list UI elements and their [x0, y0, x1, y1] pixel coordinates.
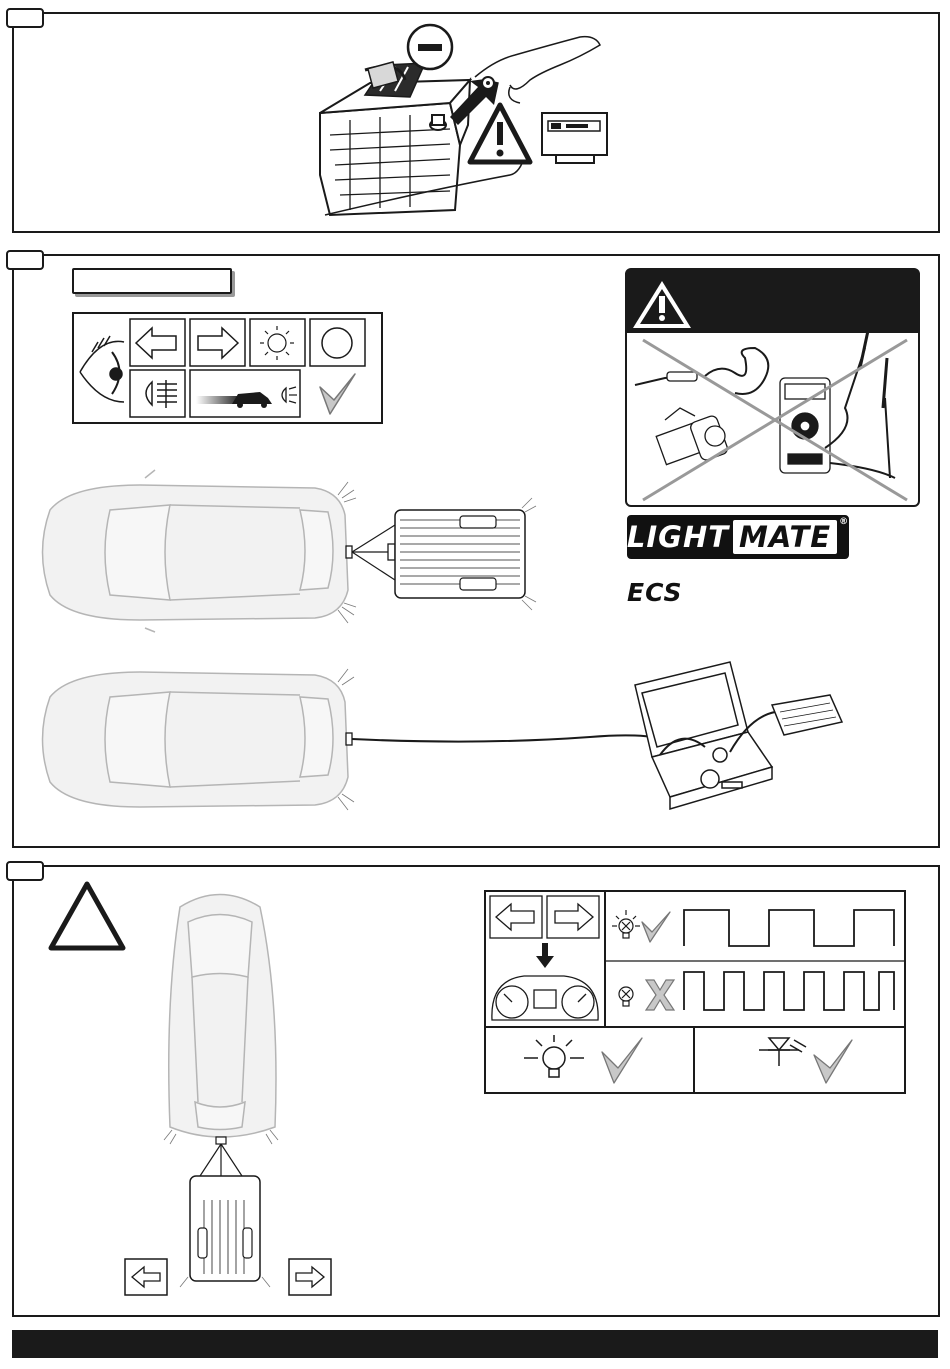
- step-3-tab: [6, 861, 44, 881]
- arrow-left-icon: [124, 1258, 168, 1296]
- warning-icon: [46, 878, 128, 954]
- car-with-tester-top-view: [30, 657, 860, 822]
- label-box: [72, 268, 232, 294]
- circle-icon: [322, 328, 352, 358]
- turn-signal-check-diagram: [484, 890, 908, 1095]
- minus-icon: [408, 25, 452, 69]
- arrow-right-icon: [288, 1258, 332, 1296]
- car-with-trailer-top-view: [30, 470, 550, 635]
- step-1-tab: [6, 8, 44, 28]
- car-radio-icon: [542, 113, 607, 163]
- tester-case-icon: [635, 662, 842, 809]
- footer-bar: [12, 1330, 938, 1358]
- registered-mark: ®: [839, 517, 849, 527]
- lightmate-logo-mate: MATE: [733, 520, 837, 554]
- warning-icon: [470, 105, 530, 162]
- car-rear-trailer-view: [120, 882, 340, 1297]
- step-2-tab: [6, 250, 44, 270]
- ecs-logo: ECS: [627, 578, 683, 607]
- battery-illustration: [310, 25, 610, 225]
- lightmate-logo-light: LIGHT: [627, 520, 729, 554]
- warning-no-multimeter-box: [625, 268, 921, 508]
- dashboard-icon: [492, 976, 598, 1020]
- lights-check-grid: [72, 312, 384, 425]
